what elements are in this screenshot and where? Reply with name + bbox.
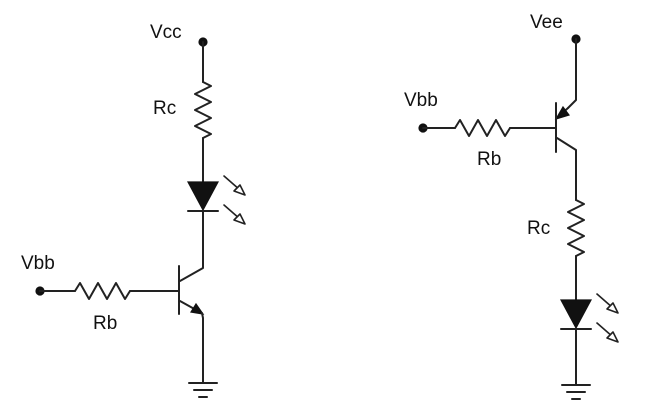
right-vbb-label: Vbb	[404, 90, 438, 111]
right-collector-resistor	[567, 199, 585, 257]
right-ground-icon	[561, 384, 591, 400]
left-base-resistor	[74, 282, 131, 300]
left-led-emission-arrows	[223, 175, 246, 225]
left-emitter-ground-wire	[201, 312, 204, 384]
left-vcc-label: Vcc	[150, 22, 182, 43]
right-emitter-arrow	[554, 105, 570, 121]
left-collector-resistor	[194, 81, 212, 139]
right-vee-label: Vee	[530, 12, 563, 33]
left-rb-label: Rb	[93, 313, 117, 334]
left-npn-transistor	[178, 265, 205, 384]
left-led-collector-wire	[179, 210, 204, 282]
right-circuit: Vee Vbb Rb Rc	[404, 12, 619, 400]
right-led	[559, 299, 593, 330]
right-led-emission-arrows	[596, 293, 619, 343]
right-rb-label: Rb	[477, 149, 501, 170]
left-led	[186, 181, 220, 212]
right-emitter-wire	[567, 38, 577, 109]
left-rc-label: Rc	[153, 98, 176, 119]
right-rc-label: Rc	[527, 218, 550, 239]
right-pnp-transistor	[554, 38, 577, 201]
right-base-resistor	[454, 119, 511, 137]
left-circuit: Vcc Rc Vbb Rb	[21, 22, 246, 398]
right-led-body	[559, 299, 593, 330]
right-transistor-collector	[556, 137, 577, 201]
left-ground-icon	[188, 382, 218, 398]
left-emitter-arrow	[190, 302, 205, 315]
left-vbb-label: Vbb	[21, 253, 55, 274]
left-led-body	[186, 181, 220, 212]
